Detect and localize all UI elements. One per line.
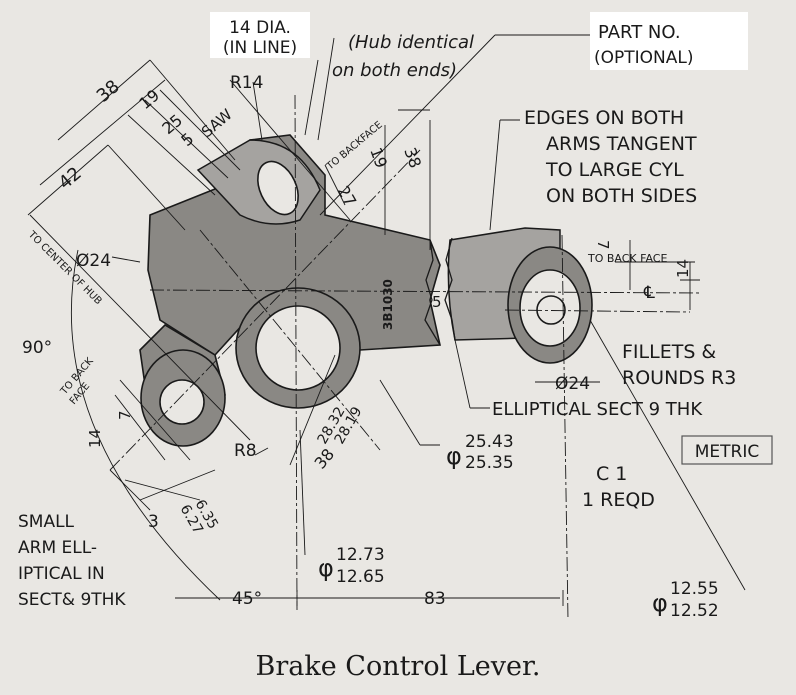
inline-label: (IN LINE): [223, 38, 297, 58]
break-line-left: [424, 239, 441, 346]
metric-label: METRIC: [695, 442, 760, 462]
elliptical-note: ELLIPTICAL SECT 9 THK: [492, 399, 703, 420]
dia2543-symbol: φ: [446, 442, 462, 470]
edges-note-1: EDGES ON BOTH: [524, 107, 684, 129]
dia24-left-label: Ø24: [76, 251, 111, 271]
to-back-face-right-label: TO BACK FACE: [587, 252, 667, 265]
edges-note-2: ARMS TANGENT: [546, 133, 697, 155]
d14-left-label: 14: [86, 429, 104, 448]
dia1273-upper: 12.73: [336, 545, 385, 565]
hub-note-2: on both ends): [332, 60, 457, 81]
small-arm-note-3: IPTICAL IN: [18, 564, 105, 584]
edges-note-4: ON BOTH SIDES: [546, 185, 697, 207]
hub-note-1: (Hub identical: [348, 32, 474, 53]
r8-label: R8: [234, 441, 257, 461]
top-hub-bore: [257, 160, 299, 216]
dia14-label: 14 DIA.: [229, 18, 291, 38]
fillets-note-2: ROUNDS R3: [622, 367, 736, 389]
small-arm-note-1: SMALL: [18, 512, 75, 532]
small-arm-note-4: SECT& 9THK: [18, 590, 126, 610]
d38-top-label: 38: [93, 76, 124, 107]
angle45-label: 45°: [232, 589, 262, 609]
saw-label: SAW: [198, 105, 236, 141]
dimension-lines: [27, 34, 746, 606]
d5-mid-label: 5: [432, 293, 442, 311]
part-number-label: 3B1030: [381, 279, 395, 330]
dia1255-upper: 12.55: [670, 579, 719, 599]
edges-note-3: TO LARGE CYL: [545, 159, 684, 181]
label-patch-part: [590, 12, 748, 70]
dia1255-symbol: φ: [652, 589, 668, 617]
d7-right-label: 7: [594, 240, 612, 250]
c1-label: C 1: [596, 463, 627, 485]
lever-body: [139, 134, 593, 447]
d83-label: 83: [424, 589, 446, 609]
label-patch-dia: [210, 12, 310, 58]
cl-symbol: ℄: [643, 283, 655, 303]
reqd-label: 1 REQD: [582, 489, 655, 511]
dia1273-lower: 12.65: [336, 567, 385, 587]
large-bore: [255, 305, 341, 391]
r14-label: R14: [230, 73, 263, 93]
d19-label: 19: [135, 85, 163, 113]
dia1273-symbol: φ: [318, 554, 334, 582]
small-arm-note-2: ARM ELL-: [18, 538, 97, 558]
d7-left-label: 7: [116, 410, 134, 420]
figure-title: Brake Control Lever.: [256, 651, 541, 682]
dia2543-lower: 25.35: [465, 453, 514, 473]
d19-right-label: 19: [366, 145, 391, 171]
part-no-label: PART NO.: [598, 22, 681, 43]
optional-label: (OPTIONAL): [594, 48, 694, 68]
break-line-right: [444, 237, 456, 341]
metric-box: [681, 435, 773, 465]
d42-label: 42: [55, 163, 86, 194]
d3-label: 3: [148, 512, 159, 532]
dia1255-lower: 12.52: [670, 601, 719, 621]
d38-bottom-label: 38: [311, 445, 339, 473]
d14-right-label: 14: [674, 259, 692, 278]
dia24-small-label: Ø24: [555, 374, 590, 394]
left-bore: [159, 379, 205, 425]
center-lines: [109, 94, 701, 621]
fillets-note-1: FILLETS &: [622, 341, 716, 363]
angle90-label: 90°: [22, 338, 52, 358]
dia2543-upper: 25.43: [465, 432, 514, 452]
